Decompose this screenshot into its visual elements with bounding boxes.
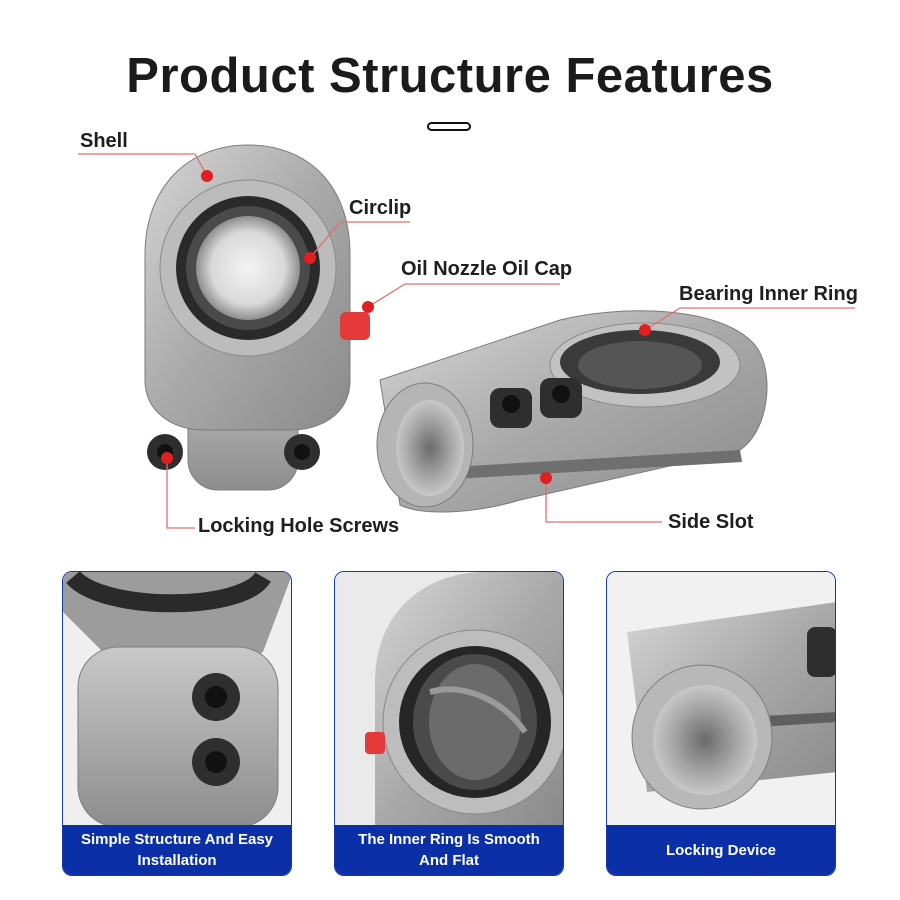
detail-panel-structure: Simple Structure And Easy Installation	[62, 571, 292, 876]
panel-caption-structure: Simple Structure And Easy Installation	[63, 825, 291, 875]
callout-shell: Shell	[80, 130, 128, 152]
callout-dots	[161, 170, 651, 484]
inner-ring-closeup-image	[335, 572, 563, 827]
upright-rod-end	[144, 144, 370, 491]
product-diagram	[78, 144, 855, 529]
lying-rod-end	[376, 310, 768, 513]
title-divider-pill	[427, 122, 471, 131]
callout-side-slot: Side Slot	[668, 511, 754, 533]
panel-caption-inner-ring: The Inner Ring Is Smooth And Flat	[335, 825, 563, 875]
panel-caption-locking: Locking Device	[607, 825, 835, 875]
detail-panel-inner-ring: The Inner Ring Is Smooth And Flat	[334, 571, 564, 876]
callout-locking-screws: Locking Hole Screws	[198, 515, 400, 537]
leader-lines	[78, 153, 855, 529]
locking-closeup-image	[607, 572, 835, 827]
callout-oil-nozzle: Oil Nozzle Oil Cap	[401, 258, 573, 280]
callout-inner-ring: Bearing Inner Ring	[679, 283, 858, 305]
detail-panel-locking: Locking Device	[606, 571, 836, 876]
callout-circlip: Circlip	[349, 197, 412, 219]
page-title: Product Structure Features	[126, 49, 774, 103]
structure-closeup-image	[63, 572, 291, 827]
